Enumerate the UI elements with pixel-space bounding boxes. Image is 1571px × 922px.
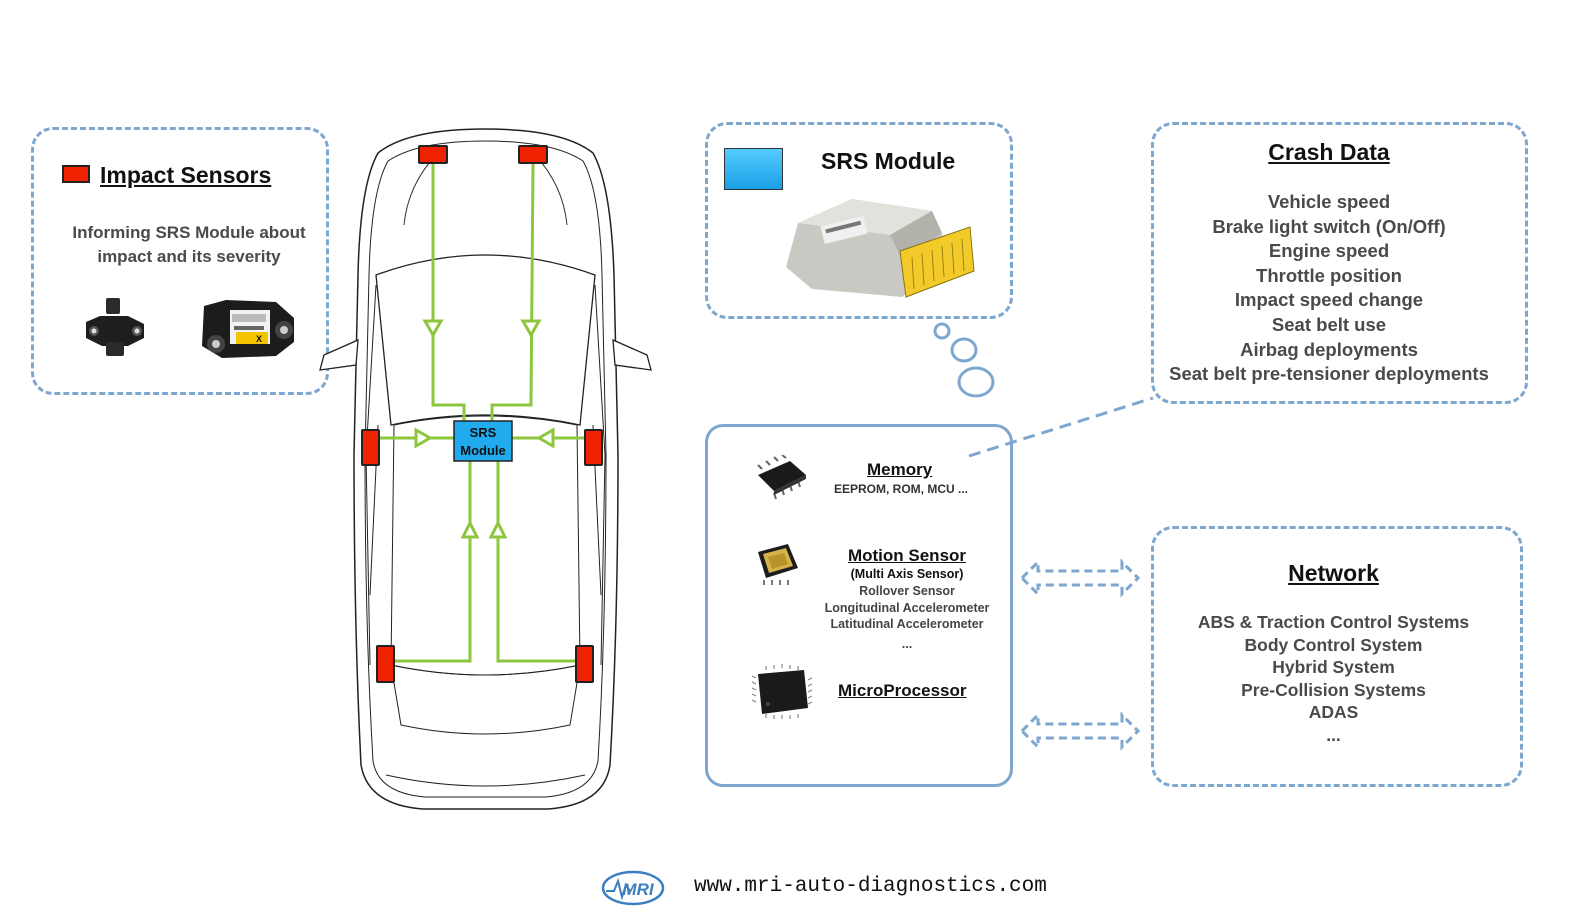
wiring-arrowheads — [414, 319, 555, 539]
microprocessor-chip-icon — [751, 664, 813, 719]
motion-sensor-item: Rollover Sensor — [859, 584, 955, 598]
component-network-arrow-top — [1019, 558, 1141, 598]
car-diagram: SRS Module — [319, 128, 652, 810]
crash-data-item: Throttle position — [1256, 264, 1402, 286]
network-item: Body Control System — [1244, 634, 1423, 655]
car-body-outline — [353, 128, 619, 810]
microprocessor-title: MicroProcessor — [838, 681, 967, 700]
network-item: Hybrid System — [1272, 657, 1395, 678]
crash-data-item: Brake light switch (On/Off) — [1212, 215, 1446, 237]
srs-module-image — [786, 199, 975, 298]
memory-to-crash-data-connector — [968, 396, 1154, 458]
car-srs-module — [453, 420, 513, 462]
car-srs-module-label-line2: Module — [460, 443, 506, 458]
impact-sensors-panel — [31, 127, 329, 395]
motion-sensor-title: Motion Sensor — [847, 546, 967, 565]
footer-url[interactable]: www.mri-auto-diagnostics.com — [694, 875, 1047, 898]
network-item: Pre-Collision Systems — [1241, 679, 1426, 700]
impact-sensor-image-large: X — [202, 300, 294, 358]
network-list: ABS & Traction Control Systems Body Cont… — [1151, 611, 1516, 747]
motion-sensor-item: Latitudinal Accelerometer — [830, 617, 984, 631]
memory-chip-icon — [757, 455, 806, 500]
car-srs-module-label-line1: SRS — [470, 425, 497, 440]
crash-data-item: Engine speed — [1268, 240, 1390, 262]
car-impact-sensors — [361, 145, 603, 683]
crash-data-list: Vehicle speed Brake light switch (On/Off… — [1151, 190, 1507, 387]
motion-sensor-subtitle: (Multi Axis Sensor) — [850, 567, 964, 581]
srs-module-panel — [705, 122, 1013, 319]
crash-data-item: Seat belt pre-tensioner deployments — [1169, 363, 1489, 385]
impact-sensor-legend-swatch — [62, 165, 90, 183]
memory-subtitle: EEPROM, ROM, MCU ... — [834, 482, 969, 496]
impact-sensor-image-small — [86, 298, 144, 356]
motion-sensor-text: Motion Sensor (Multi Axis Sensor) Rollov… — [812, 546, 1002, 655]
mri-logo-text: MRI — [622, 880, 654, 899]
srs-module-title: SRS Module — [821, 148, 956, 174]
memory-title: Memory — [867, 460, 933, 479]
network-item: ABS & Traction Control Systems — [1197, 612, 1470, 632]
network-panel — [1151, 526, 1523, 787]
srs-module-legend-swatch — [724, 148, 783, 190]
crash-data-item: Impact speed change — [1234, 289, 1424, 311]
crash-data-title: Crash Data — [1268, 139, 1390, 165]
impact-sensors-description-line: Informing SRS Module about — [72, 223, 306, 242]
impact-sensors-title: Impact Sensors — [100, 162, 272, 188]
crash-data-panel — [1151, 122, 1528, 404]
mri-logo: MRI — [601, 870, 665, 906]
crash-data-item: Airbag deployments — [1240, 338, 1418, 360]
network-title: Network — [1288, 560, 1379, 586]
impact-sensors-description: Informing SRS Module about impact and it… — [50, 221, 328, 269]
motion-sensor-item: ... — [901, 636, 913, 651]
crash-data-item: Seat belt use — [1271, 313, 1387, 335]
motion-sensor-item: Longitudinal Accelerometer — [824, 600, 990, 615]
srs-components-panel — [705, 424, 1013, 787]
network-item: ADAS — [1308, 702, 1359, 723]
component-network-arrow-bottom — [1019, 711, 1141, 751]
impact-sensors-description-line: impact and its severity — [97, 247, 281, 266]
thought-bubbles — [933, 322, 995, 398]
network-item: ... — [1326, 724, 1341, 745]
crash-data-item: Vehicle speed — [1267, 191, 1391, 212]
sensor-label-text: X — [256, 334, 262, 344]
motion-sensor-chip-icon — [758, 544, 798, 585]
